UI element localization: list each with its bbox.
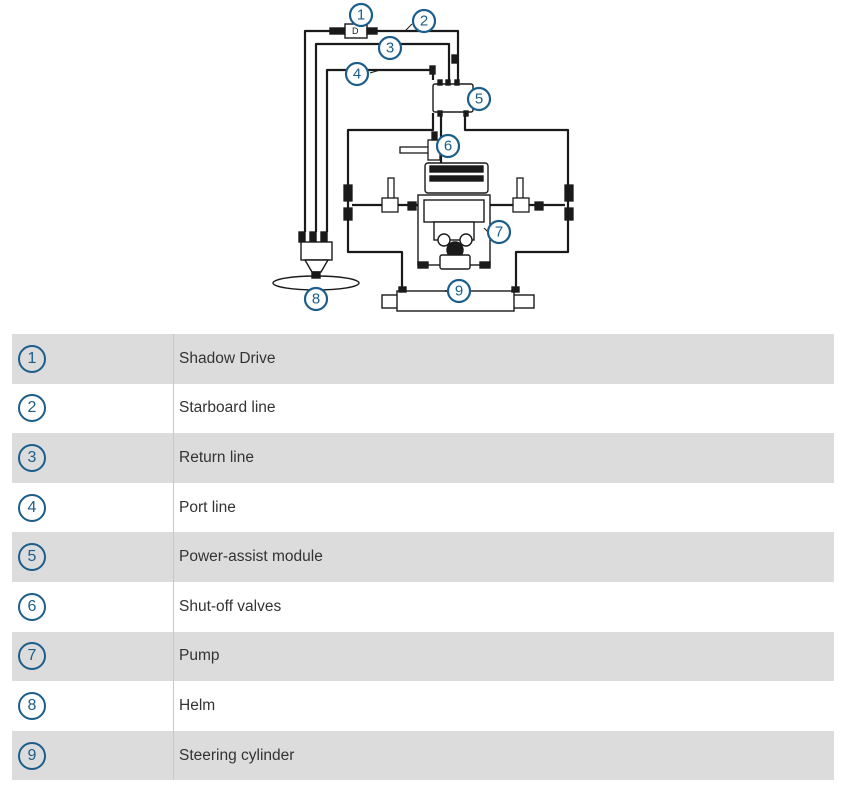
legend-number-badge: 6	[18, 592, 46, 621]
hydraulic-installation-diagram: D	[272, 2, 574, 312]
legend-number-badge: 2	[18, 394, 46, 423]
helm-component	[272, 231, 360, 291]
legend-label: Shadow Drive	[179, 349, 276, 367]
legend-label: Shut-off valves	[179, 597, 282, 615]
legend-row: 2 Starboard line	[12, 383, 834, 434]
callout-7: 7	[486, 219, 512, 245]
legend-row: 5 Power-assist module	[12, 532, 834, 582]
legend-row: 8 Helm	[12, 681, 834, 731]
legend-row: 6 Shut-off valves	[12, 581, 834, 632]
callout-4: 4	[344, 61, 370, 87]
svg-text:1: 1	[357, 7, 365, 24]
legend-label: Return line	[179, 448, 254, 466]
callout-1: 1	[348, 2, 374, 28]
svg-text:7: 7	[495, 224, 503, 241]
callout-5: 5	[466, 86, 492, 112]
svg-text:8: 8	[312, 291, 320, 308]
callout-3: 3	[377, 35, 403, 61]
legend-row: 4 Port line	[12, 482, 834, 533]
shadow-drive-line	[303, 29, 345, 232]
legend-row: 7 Pump	[12, 631, 834, 682]
legend-number-badge: 5	[18, 543, 46, 572]
callout-6: 6	[435, 133, 461, 159]
svg-text:6: 6	[444, 138, 452, 155]
legend-number-badge: 4	[18, 493, 46, 522]
legend-number-badge: 9	[18, 741, 46, 770]
callouts: 1 2 3 4 5 6 7 8	[303, 2, 512, 312]
legend-row: 1 Shadow Drive	[12, 334, 834, 384]
svg-text:D: D	[352, 26, 359, 36]
svg-text:3: 3	[386, 40, 394, 57]
starboard-line	[376, 29, 460, 83]
svg-text:4: 4	[353, 66, 361, 83]
legend-label: Starboard line	[179, 399, 276, 417]
legend-label: Power-assist module	[179, 548, 323, 566]
legend-number-badge: 3	[18, 443, 46, 472]
callout-9: 9	[446, 278, 472, 304]
legend-label: Port line	[179, 498, 236, 516]
shadow-drive-component: D	[329, 23, 378, 39]
svg-text:5: 5	[475, 91, 483, 108]
legend-label: Pump	[179, 647, 220, 665]
legend-label: Steering cylinder	[179, 746, 295, 764]
callout-2: 2	[411, 8, 437, 34]
legend-row: 9 Steering cylinder	[12, 730, 834, 781]
legend-table: 1 Shadow Drive 2 Starboard line 3 Return…	[12, 334, 834, 781]
legend-number-badge: 8	[18, 691, 46, 720]
pump-component	[417, 162, 491, 270]
svg-text:9: 9	[455, 283, 463, 300]
power-assist-module-component	[429, 54, 474, 117]
legend-row: 3 Return line	[12, 433, 834, 483]
legend-number-badge: 1	[18, 344, 46, 373]
svg-text:2: 2	[420, 13, 428, 30]
callout-8: 8	[303, 286, 329, 312]
legend-label: Helm	[179, 696, 216, 714]
legend-number-badge: 7	[18, 642, 46, 671]
